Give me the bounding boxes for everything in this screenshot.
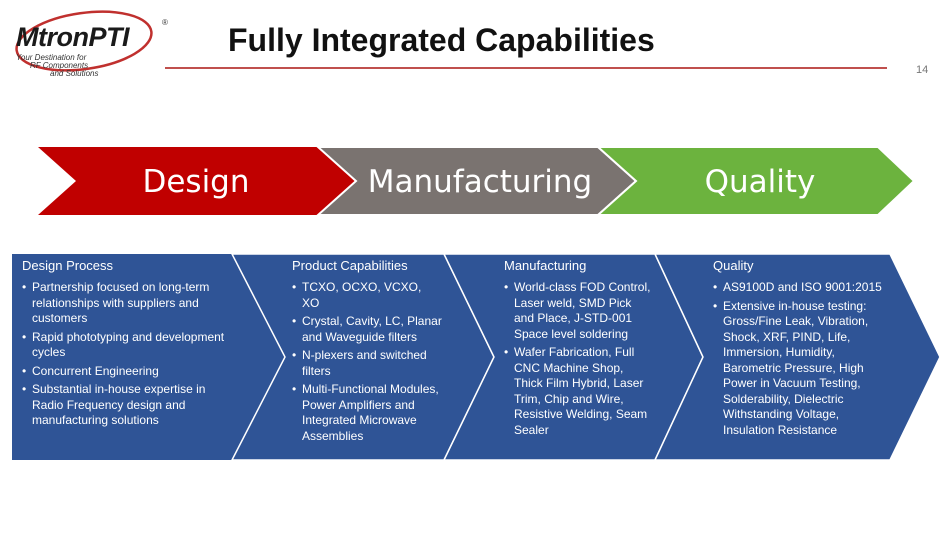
- page-number: 14: [916, 64, 929, 76]
- column-heading: Quality: [713, 258, 754, 273]
- bullet-list: •AS9100D and ISO 9001:2015 •Extensive in…: [713, 280, 888, 438]
- phase-label-manufacturing: Manufacturing: [367, 164, 593, 200]
- phase-label-quality: Quality: [704, 164, 816, 200]
- product-capabilities-column: Product Capabilities •TCXO, OCXO, VCXO, …: [292, 258, 442, 447]
- bullet-list: •World-class FOD Control, Laser weld, SM…: [504, 280, 652, 438]
- list-item-text: World-class FOD Control, Laser weld, SMD…: [514, 280, 651, 341]
- logo-tagline-line: and Solutions: [50, 69, 99, 78]
- list-item-text: TCXO, OCXO, VCXO, XO: [302, 280, 422, 310]
- list-item-text: AS9100D and ISO 9001:2015: [723, 280, 882, 294]
- list-item: •Rapid phototyping and development cycle…: [22, 329, 225, 360]
- logo-registered-mark: ®: [162, 18, 168, 27]
- logo-tagline-line: RF Components: [30, 61, 89, 70]
- list-item: •Extensive in-house testing: Gross/Fine …: [713, 298, 869, 437]
- phase-label-design: Design: [142, 164, 250, 200]
- bullet-list: •Partnership focused on long-term relati…: [22, 280, 227, 429]
- list-item: •Substantial in-house expertise in Radio…: [22, 382, 206, 427]
- design-chevron: [38, 147, 356, 215]
- list-item-text: Crystal, Cavity, LC, Planar and Waveguid…: [302, 314, 442, 344]
- quality-column: Quality •AS9100D and ISO 9001:2015 •Exte…: [713, 258, 888, 441]
- column-heading: Design Process: [22, 258, 114, 273]
- list-item: •TCXO, OCXO, VCXO, XO: [292, 280, 422, 310]
- design-process-column: Design Process •Partnership focused on l…: [22, 258, 227, 432]
- bullet-list: •TCXO, OCXO, VCXO, XO •Crystal, Cavity, …: [292, 280, 442, 444]
- list-item: •Partnership focused on long-term relati…: [22, 280, 210, 325]
- quality-panel: [653, 253, 941, 461]
- manufacturing-column: Manufacturing •World-class FOD Control, …: [504, 258, 652, 441]
- list-item-text: Rapid phototyping and development cycles: [32, 329, 225, 360]
- list-item-text: Multi-Functional Modules, Power Amplifie…: [302, 382, 439, 443]
- list-item-text: Wafer Fabrication, Full CNC Machine Shop…: [514, 345, 648, 437]
- mtronpti-logo: MtronPTI ® Your Destination for RF Compo…: [10, 6, 170, 78]
- list-item: •AS9100D and ISO 9001:2015: [713, 280, 882, 294]
- logo-wordmark: MtronPTI: [16, 22, 129, 52]
- list-item: •Concurrent Engineering: [22, 363, 159, 378]
- list-item-text: Concurrent Engineering: [32, 363, 159, 378]
- logo-tagline: Your Destination for RF Components and S…: [16, 54, 98, 78]
- quality-chevron: [595, 146, 916, 216]
- column-heading: Manufacturing: [504, 258, 587, 273]
- design-process-panel: [12, 254, 285, 460]
- list-item-text: Extensive in-house testing: Gross/Fine L…: [723, 298, 869, 437]
- list-item: •N-plexers and switched filters: [292, 348, 427, 378]
- list-item: •Multi-Functional Modules, Power Amplifi…: [292, 382, 439, 443]
- column-heading: Product Capabilities: [292, 258, 408, 273]
- list-item-text: N-plexers and switched filters: [302, 348, 427, 378]
- logo-swoosh: [15, 10, 153, 72]
- list-item: •World-class FOD Control, Laser weld, SM…: [504, 280, 651, 341]
- list-item: •Crystal, Cavity, LC, Planar and Wavegui…: [292, 314, 442, 344]
- logo-tagline-line: Your Destination for: [16, 53, 87, 62]
- slide-title: Fully Integrated Capabilities: [228, 22, 655, 58]
- list-item-text: Substantial in-house expertise in Radio …: [32, 382, 206, 427]
- list-item: •Wafer Fabrication, Full CNC Machine Sho…: [504, 345, 648, 437]
- list-item-text: Partnership focused on long-term relatio…: [32, 280, 210, 325]
- title-divider: [165, 67, 887, 69]
